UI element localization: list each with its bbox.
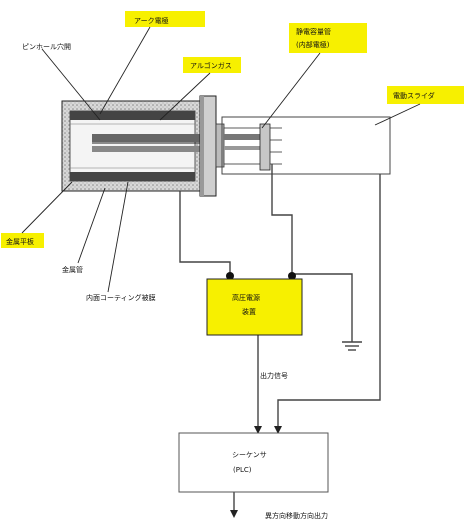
svg-text:(内部電極): (内部電極) bbox=[296, 40, 330, 49]
inner-electrode-rods bbox=[92, 134, 200, 152]
label-argon-gas: アルゴンガス bbox=[183, 57, 241, 73]
label-inner-coating: 内面コーティング被膜 bbox=[86, 293, 156, 302]
capacitance-tube-shaft bbox=[223, 123, 282, 171]
label-output-signal: 出力信号 bbox=[260, 371, 288, 380]
moving-slide-box bbox=[221, 116, 391, 175]
svg-text:高圧電源: 高圧電源 bbox=[232, 293, 260, 302]
svg-text:アーク電極: アーク電極 bbox=[134, 16, 169, 25]
label-drive-output: 異方向移動方向出力 bbox=[265, 511, 328, 520]
svg-text:シーケンサ: シーケンサ bbox=[232, 451, 267, 459]
sequencer-plc: シーケンサ (PLC) bbox=[178, 432, 329, 493]
leader-lines bbox=[21, 26, 421, 293]
svg-text:装置: 装置 bbox=[242, 307, 256, 316]
label-moving-slide: 電動スライダ bbox=[387, 86, 464, 104]
svg-text:(PLC): (PLC) bbox=[233, 466, 252, 474]
label-arc-electrode: アーク電極 bbox=[125, 11, 205, 27]
terminal-right bbox=[288, 272, 296, 280]
terminal-left bbox=[226, 272, 234, 280]
svg-text:アルゴンガス: アルゴンガス bbox=[190, 61, 232, 70]
label-pinhole: ピンホール穴開 bbox=[22, 42, 71, 51]
svg-text:電動スライダ: 電動スライダ bbox=[393, 91, 435, 100]
detector-unit: 高圧電源 装置 bbox=[206, 278, 303, 336]
svg-text:金属平板: 金属平板 bbox=[6, 237, 34, 246]
wire-arrows bbox=[230, 426, 282, 518]
label-capacitance-tube: 静電容量管 (内部電極) bbox=[289, 23, 367, 53]
svg-text:静電容量管: 静電容量管 bbox=[296, 27, 331, 36]
label-metal-tube: 金属管 bbox=[62, 265, 83, 274]
signal-wires bbox=[179, 164, 381, 514]
label-metal-flat-plate: 金属平板 bbox=[1, 233, 44, 248]
tube-flange bbox=[199, 95, 225, 197]
